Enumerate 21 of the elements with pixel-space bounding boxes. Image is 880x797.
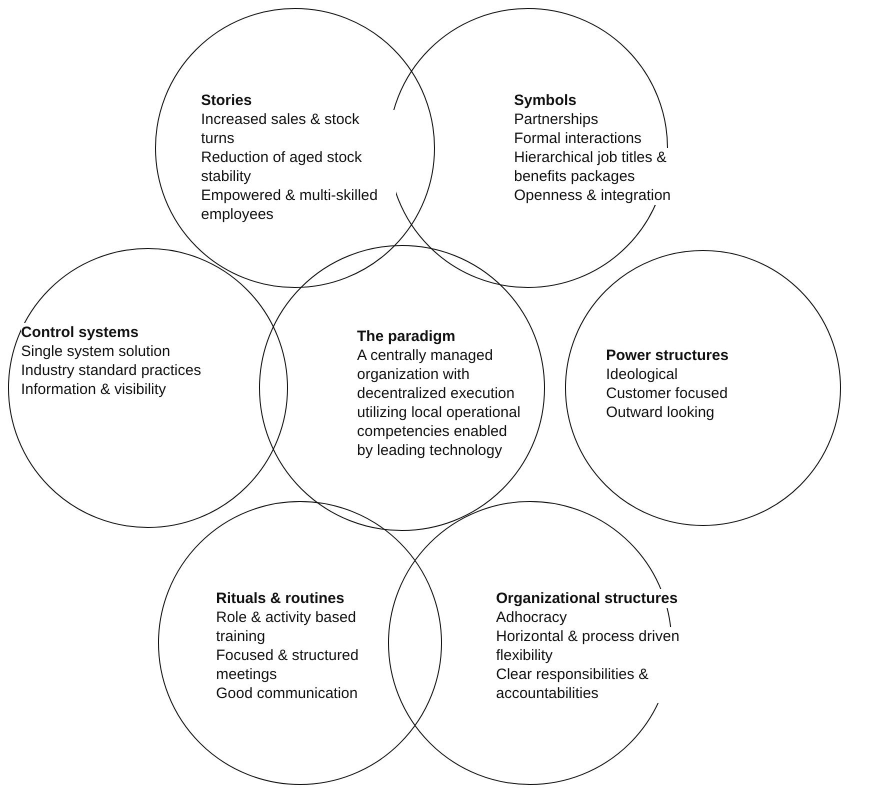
circle [155, 8, 435, 288]
list-item: Adhocracy [496, 608, 567, 627]
circle [8, 248, 288, 528]
circle [158, 501, 442, 785]
circle-heading: The paradigm [357, 327, 456, 346]
list-item: Ideological [606, 365, 678, 384]
list-item: Empowered & multi-skilled employees [201, 186, 396, 224]
circle [565, 250, 841, 526]
list-item: Partnerships [514, 110, 598, 129]
list-item: A centrally managed organization with decentralized execution utilizing local operational competencies enabled by leading technology [357, 346, 522, 460]
list-item: Outward looking [606, 403, 714, 422]
circle-heading: Control systems [21, 323, 139, 342]
circle-heading: Organizational structures [496, 589, 678, 608]
list-item: Industry standard practices [21, 361, 202, 380]
list-item: Information & visibility [21, 380, 166, 399]
list-item: Increased sales & stock turns [201, 110, 396, 148]
list-item: Reduction of aged stock stability [201, 148, 396, 186]
circle [259, 245, 545, 531]
circle-heading: Symbols [514, 91, 577, 110]
list-item: Single system solution [21, 342, 170, 361]
list-item: Openness & integration [514, 186, 671, 205]
